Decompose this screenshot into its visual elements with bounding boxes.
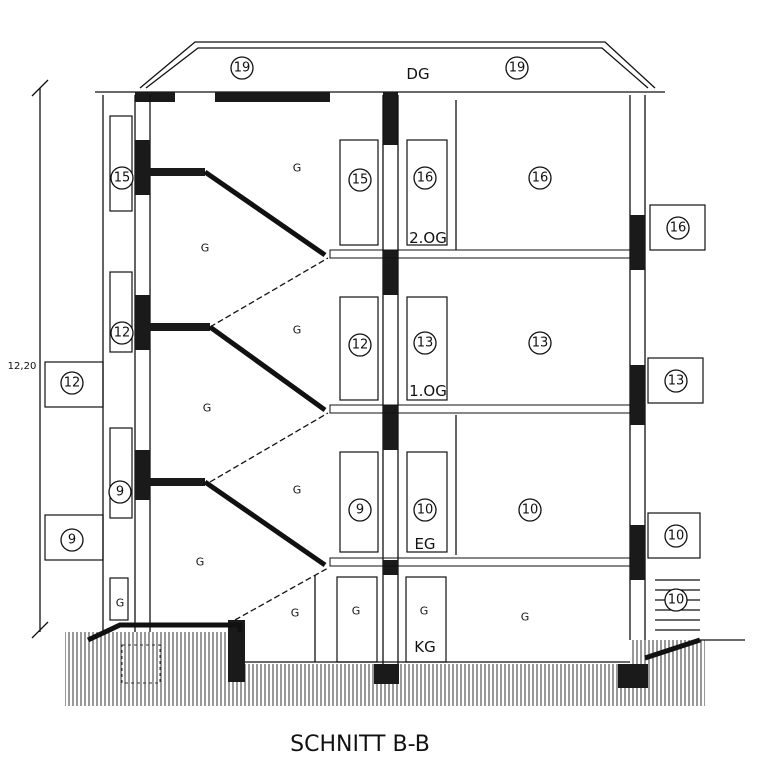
height-dimension: 12,20 <box>8 79 49 639</box>
g-label: G <box>291 607 300 620</box>
walls <box>102 95 648 688</box>
g-label: G <box>521 611 530 624</box>
floor-label-eg: EG <box>414 535 435 553</box>
room-number: 10 <box>417 503 434 518</box>
room-number: 13 <box>532 336 549 351</box>
floor-label-dg: DG <box>406 65 429 83</box>
room-number: 10 <box>668 593 685 608</box>
g-label: G <box>293 324 302 337</box>
room-number: 16 <box>670 221 687 236</box>
room-number: 16 <box>532 171 549 186</box>
g-label: G <box>203 402 212 415</box>
room-number: 19 <box>234 61 251 76</box>
room-number: 12 <box>114 326 131 341</box>
ground-hatching <box>65 632 745 706</box>
g-label: G <box>352 605 361 618</box>
room-number: 15 <box>352 173 369 188</box>
room-number: 10 <box>668 529 685 544</box>
room-number: 9 <box>68 533 76 548</box>
room-number: 15 <box>114 171 131 186</box>
floor-labels: DG 2.OG 1.OG EG KG <box>406 65 446 656</box>
room-number: 19 <box>509 61 526 76</box>
g-label: G <box>293 484 302 497</box>
floor-label-1og: 1.OG <box>409 382 447 400</box>
g-label: G <box>116 597 125 610</box>
room-number: 13 <box>417 336 434 351</box>
dimension-label: 12,20 <box>8 361 37 372</box>
g-label: G <box>201 242 210 255</box>
room-number: 9 <box>116 485 124 500</box>
floor-label-2og: 2.OG <box>409 229 447 247</box>
g-label: G <box>420 605 429 618</box>
room-number: 12 <box>352 338 369 353</box>
room-number: 9 <box>356 503 364 518</box>
roof <box>95 41 665 102</box>
window-boxes <box>44 115 706 663</box>
room-number: 13 <box>668 374 685 389</box>
drawing-title: SCHNITT B-B <box>290 732 430 757</box>
room-number: 10 <box>522 503 539 518</box>
room-numbers: 19 19 15 15 16 16 16 12 12 13 13 13 12 9… <box>64 61 687 608</box>
room-number: 12 <box>64 376 81 391</box>
g-label: G <box>293 162 302 175</box>
room-number-markers <box>60 56 690 612</box>
g-labels: G G G G G G G G G G G <box>116 162 530 624</box>
staircase <box>203 169 700 631</box>
room-number: 16 <box>417 171 434 186</box>
g-label: G <box>196 556 205 569</box>
floor-label-kg: KG <box>414 638 435 656</box>
